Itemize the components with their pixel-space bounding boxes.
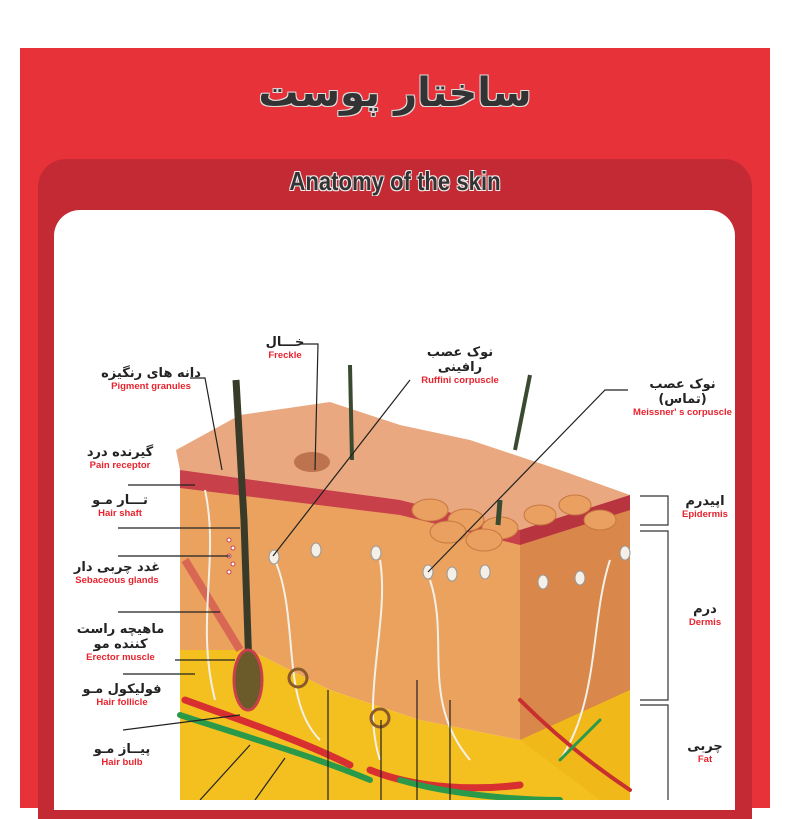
hair-follicle <box>232 648 264 712</box>
title-persian: ساختار پوست <box>258 70 532 116</box>
label-ruffini-corpuscle: نوک عصب رافینی Ruffini corpuscle <box>421 345 499 386</box>
epidermis-layer <box>176 402 630 530</box>
skin-cross-section-illustration <box>118 343 669 800</box>
label-fat: چربی Fat <box>687 739 723 765</box>
freckle-spot <box>294 452 330 472</box>
leader-lines <box>118 343 628 800</box>
label-erector-muscle: ماهیچه راست کننده مو Erector muscle <box>76 622 165 663</box>
label-hair-bulb: پیــاز مـو Hair bulb <box>93 742 151 768</box>
hair-shaft <box>232 379 254 701</box>
label-hair-follicle: فولیکول مـو Hair follicle <box>82 682 162 708</box>
label-pain-receptor: گیرنده درد Pain receptor <box>86 445 154 471</box>
label-epidermis: اپیدرم Epidermis <box>682 494 728 520</box>
label-sebaceous-glands: غدد چربی دار Sebaceous glands <box>73 560 161 586</box>
label-meissner-corpuscle: نوک عصب (تماس) Meissner' s corpuscle <box>633 377 732 418</box>
label-hair-shaft: تـــار مـو Hair shaft <box>92 493 148 519</box>
layer-brackets <box>640 495 669 800</box>
title-english: Anatomy of the skin <box>289 166 501 196</box>
label-freckle: خـــال Freckle <box>265 335 305 361</box>
label-dermis: درم Dermis <box>688 602 722 628</box>
label-pigment-granules: دانه های رنگیزه Pigment granules <box>101 366 201 392</box>
